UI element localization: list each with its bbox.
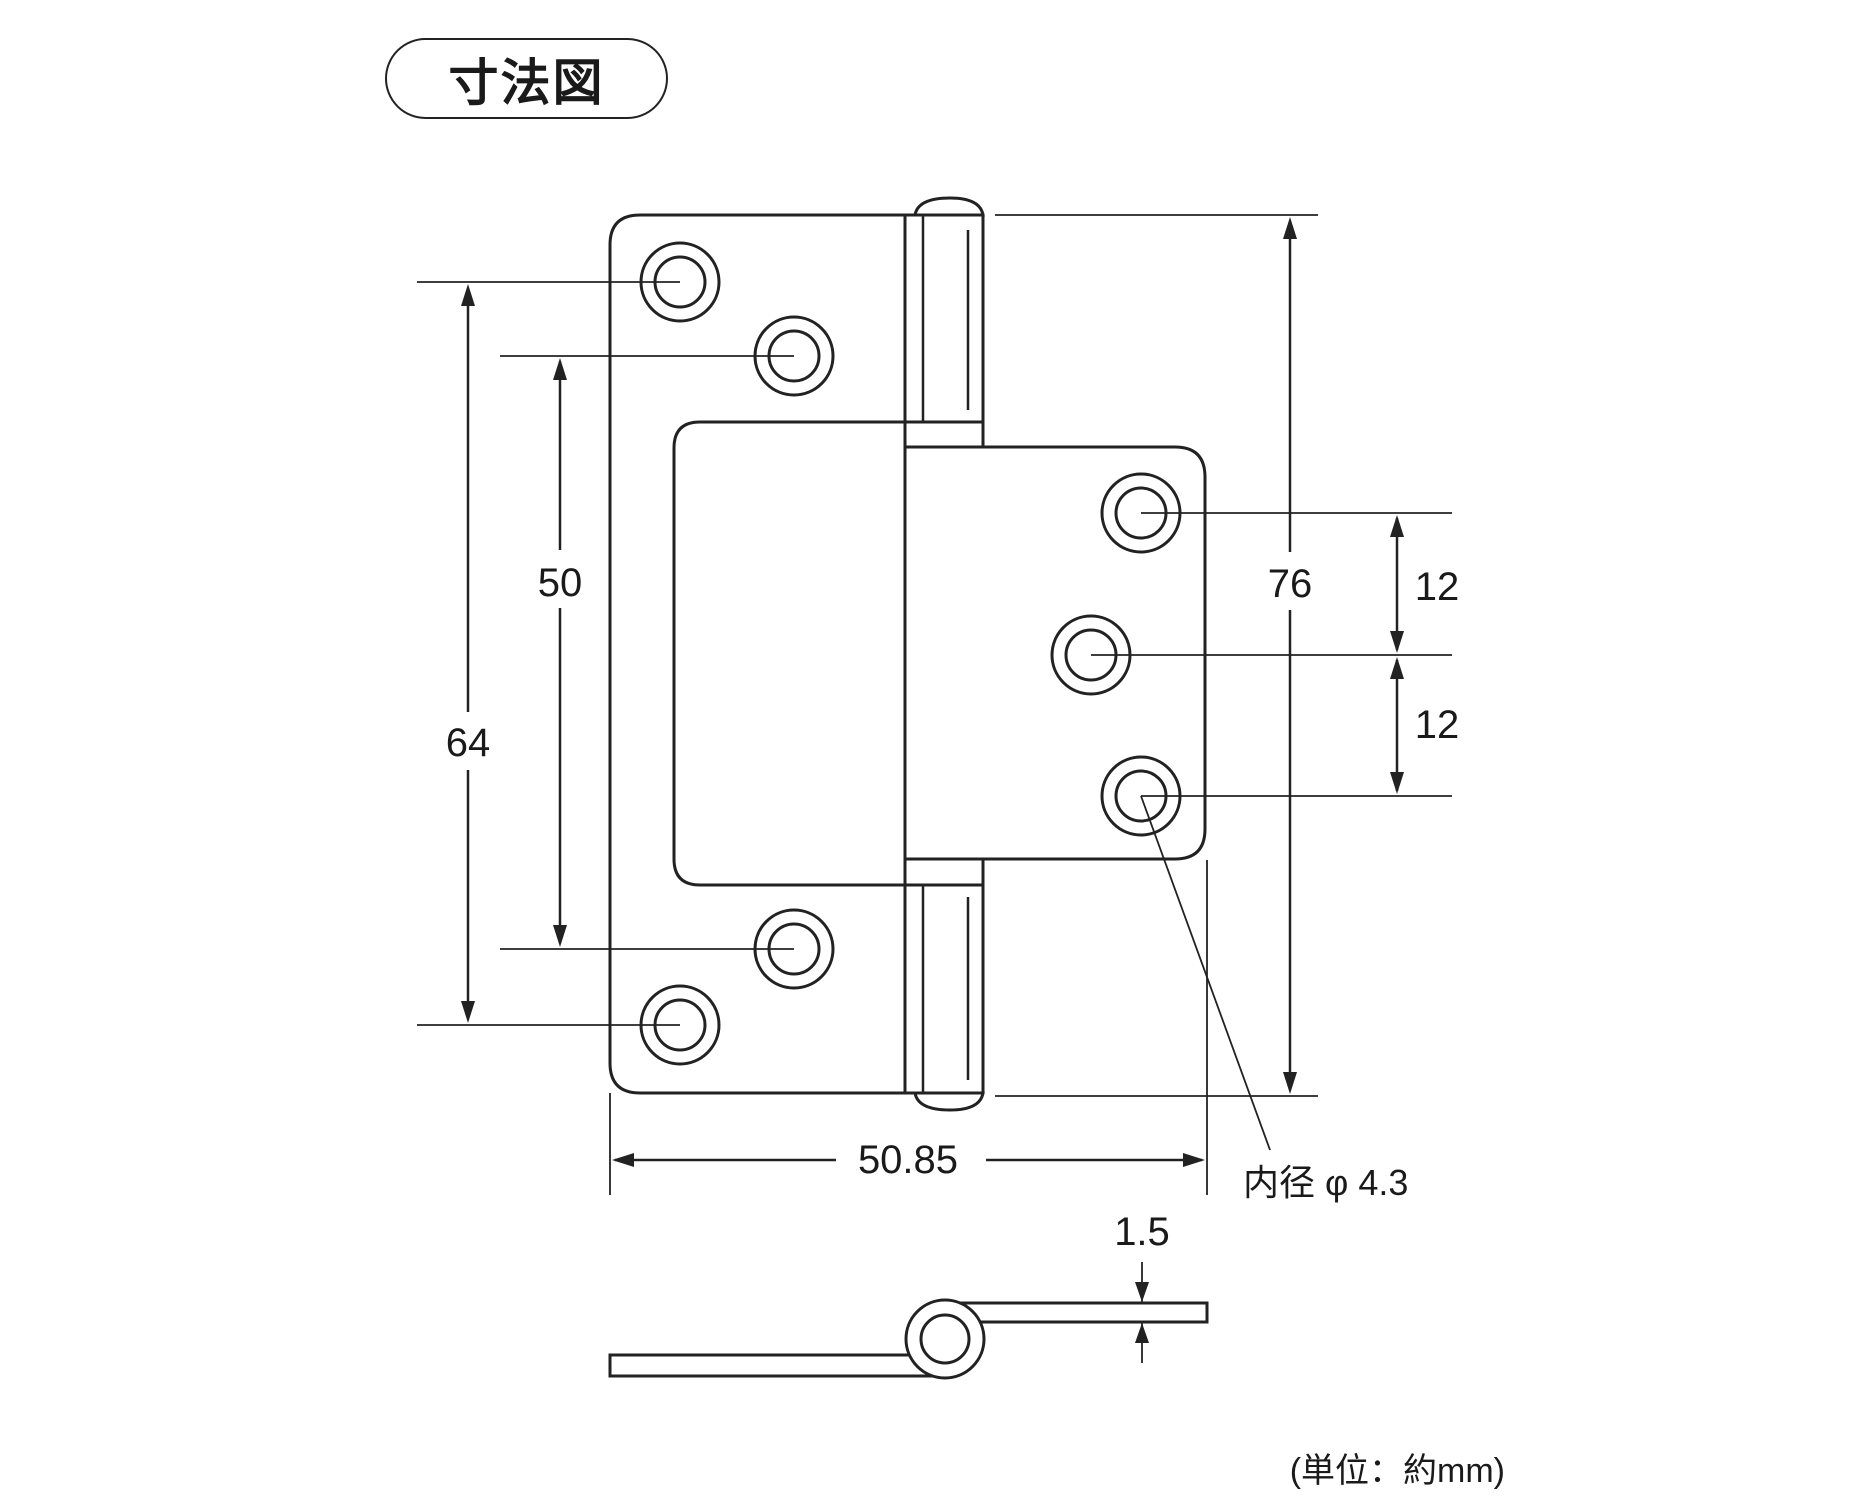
extension-lines [417,214,1452,1195]
side-knuckle-inner [919,1313,971,1365]
knuckle-middle-top [903,420,985,449]
dim-thickness: 1.5 [1114,1210,1170,1254]
dim-width: 50.85 [858,1138,958,1182]
dim-hole-diameter: 内径 φ 4.3 [1243,1162,1408,1203]
dim-total-height: 76 [1268,562,1313,606]
knuckle-top-cap [913,196,985,217]
knuckle-top [903,213,985,424]
page-title: 寸法図 [448,53,605,112]
side-left-leaf [608,1353,942,1378]
hinge-side-view [608,1262,1209,1380]
dim-right-pitch-lower: 12 [1415,703,1460,747]
dim-inner-hole-pitch: 50 [538,561,583,605]
left-leaf-cutout [672,420,907,887]
dim-outer-hole-pitch: 64 [446,721,491,765]
title-badge: 寸法図 [385,38,668,119]
side-right-leaf [958,1301,1209,1324]
hinge-front-view [608,196,1207,1112]
unit-note: (単位：約mm) [1290,1452,1505,1490]
dimension-lines [461,217,1404,1167]
knuckle-middle-bottom [903,857,985,887]
knuckle-bottom [903,883,985,1095]
dim-right-pitch-upper: 12 [1415,565,1460,609]
knuckle-bottom-cap [913,1091,985,1112]
